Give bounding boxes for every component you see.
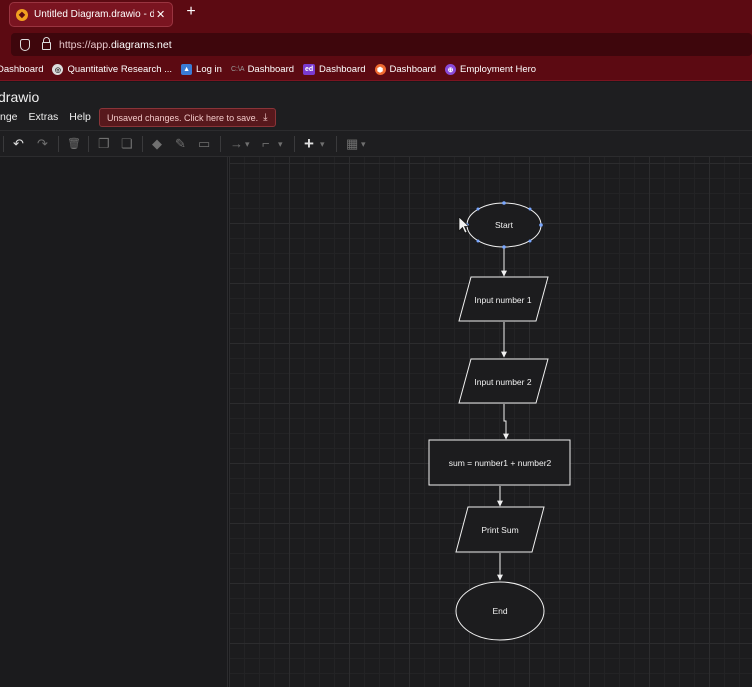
browser-tab-bar: ◆ Untitled Diagram.drawio - draw.io ✕ + (0, 0, 752, 29)
node-process[interactable]: sum = number1 + number2 (428, 439, 571, 486)
menu-arrange[interactable]: nge (0, 111, 18, 123)
browser-tab[interactable]: ◆ Untitled Diagram.drawio - draw.io ✕ (9, 2, 173, 27)
bookmark-label: Employment Hero (460, 64, 537, 75)
node-start[interactable]: Start (465, 201, 543, 249)
bookmarks-bar: Dashboard ◎ Quantitative Research ... ▲ … (0, 59, 752, 81)
unsaved-changes-button[interactable]: Unsaved changes. Click here to save. ⤓ (99, 108, 276, 127)
bookmark-label: Dashboard (247, 64, 295, 75)
node-input1[interactable]: Input number 1 (458, 276, 549, 322)
bookmark-dashboard-hex[interactable]: ⬢ Dashboard (374, 64, 437, 75)
node-label: Print Sum (481, 525, 518, 535)
toolbar-divider (3, 136, 4, 152)
toolbar-divider (336, 136, 337, 152)
toolbar-divider (88, 136, 89, 152)
bookmark-label: Dashboard (389, 64, 437, 75)
waypoints-icon[interactable]: ⌐ (262, 136, 270, 151)
chevron-down-icon[interactable]: ▾ (320, 139, 325, 149)
node-label: Input number 2 (474, 377, 531, 387)
chevron-down-icon[interactable]: ▾ (361, 139, 366, 149)
canvas-icon: C:\A (230, 66, 245, 73)
selection-handles[interactable] (465, 201, 543, 249)
bookmark-dashboard-ed[interactable]: ed Dashboard (303, 64, 366, 75)
mouse-cursor-icon (458, 216, 470, 234)
menu-help[interactable]: Help (69, 111, 91, 123)
url-text[interactable]: https://app.diagrams.net (59, 38, 172, 51)
ed-icon: ed (303, 64, 316, 75)
edge-input2-process[interactable] (503, 404, 509, 440)
redo-icon[interactable]: ↷ (37, 136, 48, 151)
app-title[interactable]: drawio (0, 89, 40, 105)
toolbar-divider (58, 136, 59, 152)
unsaved-label: Unsaved changes. Click here to save. (107, 112, 259, 123)
bookmark-dashboard-canvas[interactable]: C:\A Dashboard (231, 64, 294, 75)
download-icon: ⤓ (263, 112, 268, 123)
shadow-icon[interactable]: ▭ (198, 136, 211, 151)
menu-bar: nge Extras Help (0, 111, 102, 123)
node-label: Input number 1 (474, 295, 531, 305)
diagram-toolbar: ↶ ↷ 🗑 ❐ ❏ ◆ ✎ ▭ → ▾ ⌐ ▾ + ▾ ▦ ▾ (0, 130, 752, 157)
node-end[interactable]: End (455, 581, 545, 641)
to-front-icon[interactable]: ❐ (98, 136, 110, 151)
table-icon[interactable]: ▦ (346, 136, 359, 151)
bookmark-employment-hero[interactable]: ⊕ Employment Hero (445, 64, 536, 75)
toolbar-divider (142, 136, 143, 152)
undo-icon[interactable]: ↶ (13, 136, 24, 151)
hexagon-icon: ⬢ (374, 64, 386, 75)
tab-close-icon[interactable]: ✕ (156, 9, 166, 21)
node-input2[interactable]: Input number 2 (458, 358, 549, 404)
browser-nav-bar: https://app.diagrams.net (0, 29, 752, 59)
toolbar-divider (294, 136, 295, 152)
chevron-down-icon[interactable]: ▾ (278, 139, 283, 149)
delete-icon[interactable]: 🗑 (67, 138, 81, 150)
address-bar[interactable]: https://app.diagrams.net (11, 33, 752, 56)
line-color-icon[interactable]: ✎ (175, 136, 186, 151)
flowchart-svg: Start Input number 1 Input number 2 sum … (428, 201, 571, 641)
node-label: Start (495, 220, 514, 230)
bookmark-log-in[interactable]: ▲ Log in (181, 64, 222, 75)
connection-icon[interactable]: → (230, 136, 243, 151)
chevron-down-icon[interactable]: ▾ (245, 139, 250, 149)
menu-extras[interactable]: Extras (28, 111, 59, 123)
drawio-favicon-icon: ◆ (16, 8, 28, 21)
toolbar-divider (220, 136, 221, 152)
node-label: End (492, 606, 507, 616)
bookmark-label: Log in (196, 64, 222, 75)
bookmark-dashboard-1[interactable]: Dashboard (0, 64, 43, 75)
tracking-shield-icon[interactable] (20, 38, 30, 51)
app-header: drawio nge Extras Help Unsaved changes. … (0, 82, 752, 130)
shapes-sidebar[interactable] (0, 157, 228, 687)
bookmark-quantitative-research[interactable]: ◎ Quantitative Research ... (52, 64, 172, 75)
bookmark-label: Dashboard (0, 64, 44, 75)
tab-title: Untitled Diagram.drawio - draw.io (34, 9, 154, 20)
to-back-icon[interactable]: ❏ (121, 136, 133, 151)
fill-color-icon[interactable]: ◆ (152, 136, 162, 151)
eh-icon: ⊕ (445, 64, 457, 75)
diagram-canvas[interactable]: Start Input number 1 Input number 2 sum … (229, 157, 752, 687)
node-label: sum = number1 + number2 (449, 458, 552, 468)
new-tab-button[interactable]: + (186, 3, 196, 20)
lock-icon[interactable] (42, 37, 51, 50)
bookmark-label: Dashboard (319, 64, 366, 75)
login-icon: ▲ (181, 64, 193, 75)
globe-icon: ◎ (52, 64, 64, 75)
bookmark-label: Quantitative Research ... (67, 64, 173, 75)
node-print[interactable]: Print Sum (455, 506, 545, 553)
insert-plus-icon[interactable]: + (304, 134, 314, 153)
